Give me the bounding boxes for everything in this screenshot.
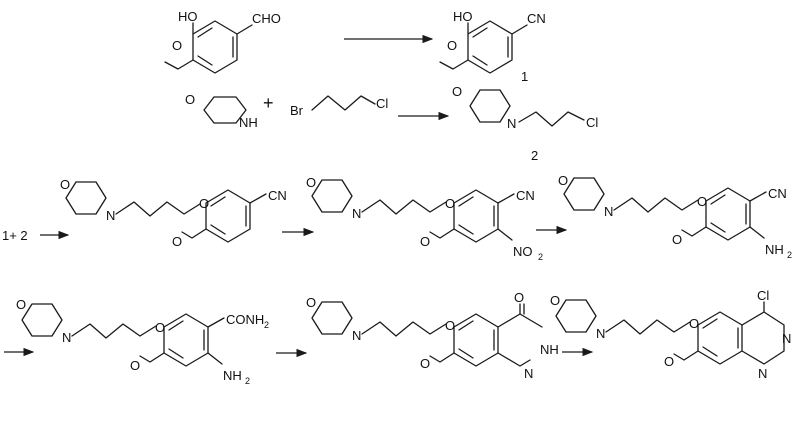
quinazolinone-morpholine-o: O <box>306 295 316 310</box>
amino-nitrile-methoxy-o: O <box>672 232 682 247</box>
cl-label: Cl <box>376 96 388 111</box>
chloroquinazoline-methoxy-o: O <box>664 354 674 369</box>
ether-nitrile-morpholine-o: O <box>60 177 70 192</box>
nitro-nitrile-ether-o: O <box>445 196 455 211</box>
bromochloropropane-structure: Br Cl <box>290 95 388 118</box>
amino-amide-subscript: 2 <box>245 376 250 386</box>
chloroquinazoline-n: N <box>596 326 605 341</box>
amino-nitrile-ether-o: O <box>697 194 707 209</box>
morpholine-o-label: O <box>185 92 195 107</box>
methoxy-o-label-1: O <box>447 38 457 53</box>
amino-group-label: NH <box>765 242 784 257</box>
nitro-nitrile-morpholine-o: O <box>306 175 316 190</box>
ether-nitrile-ether-o: O <box>199 196 209 211</box>
ho-label-1: HO <box>453 9 473 24</box>
ether-nitrile-structure: O N O CN O <box>60 177 287 249</box>
compound-1-structure: HO CN O <box>439 9 546 74</box>
amide-group-label: CONH <box>226 312 264 327</box>
plus-sign: + <box>263 93 274 113</box>
compound-1-number: 1 <box>521 69 528 84</box>
compound-2-cl-label: Cl <box>586 115 598 130</box>
amino-nitrile-cn: CN <box>768 186 787 201</box>
amino-amide-n: N <box>62 330 71 345</box>
ether-nitrile-cn: CN <box>268 188 287 203</box>
quinazolinone-carbonyl-o: O <box>514 290 524 305</box>
amino-amide-ether-o: O <box>155 320 165 335</box>
nitro-nitrile-methoxy-o: O <box>420 234 430 249</box>
chloroquinazoline-morpholine-o: O <box>550 293 560 308</box>
chloroquinazoline-ether-o: O <box>689 316 699 331</box>
nitro-nitrile-cn: CN <box>516 188 535 203</box>
quinazolinone-methoxy-o: O <box>420 356 430 371</box>
start-label-1-plus-2: 1+ 2 <box>2 228 28 243</box>
nitro-nitrile-n: N <box>352 206 361 221</box>
ether-nitrile-methoxy-o: O <box>172 234 182 249</box>
amino-amide-nh-label: NH <box>223 368 242 383</box>
quinazolinone-structure: O N O O NH N O <box>306 290 559 381</box>
cn-label-1: CN <box>527 11 546 26</box>
quinazolinone-ring-n: N <box>524 366 533 381</box>
amino-nitrile-n: N <box>604 204 613 219</box>
quinazolinone-n: N <box>352 328 361 343</box>
compound-2-number: 2 <box>531 148 538 163</box>
nitro-nitrile-structure: O N O CN O NO 2 <box>306 175 543 262</box>
ether-nitrile-n: N <box>106 208 115 223</box>
ho-label: HO <box>178 9 198 24</box>
chloroquinazoline-ring-n-2: N <box>758 366 767 381</box>
nitro-group-label: NO <box>513 244 533 259</box>
compound-2-structure: O N Cl <box>452 84 598 131</box>
morpholine-nh-label: NH <box>239 115 258 130</box>
methoxy-o-label: O <box>172 38 182 53</box>
quinazolinone-nh-label: NH <box>540 342 559 357</box>
nitro-subscript: 2 <box>538 252 543 262</box>
amino-subscript: 2 <box>787 250 792 260</box>
quinazolinone-ether-o: O <box>445 318 455 333</box>
morpholine-structure: O NH <box>185 92 258 130</box>
isovanillin-structure: HO CHO O <box>164 9 281 74</box>
amino-amide-methoxy-o: O <box>130 358 140 373</box>
amide-subscript: 2 <box>264 320 269 330</box>
chloroquinazoline-cl-label: Cl <box>757 288 769 303</box>
compound-2-n-label: N <box>507 116 516 131</box>
amino-amide-structure: O N O CONH 2 O NH 2 <box>16 297 269 386</box>
chloroquinazoline-ring-n-1: N <box>782 331 791 346</box>
amino-amide-morpholine-o: O <box>16 297 26 312</box>
br-label: Br <box>290 103 304 118</box>
amino-nitrile-morpholine-o: O <box>558 173 568 188</box>
compound-2-o-label: O <box>452 84 462 99</box>
amino-nitrile-structure: O N O CN O NH 2 <box>558 173 792 260</box>
cho-label: CHO <box>252 11 281 26</box>
chloroquinazoline-structure: O N O Cl N N O <box>550 288 791 381</box>
